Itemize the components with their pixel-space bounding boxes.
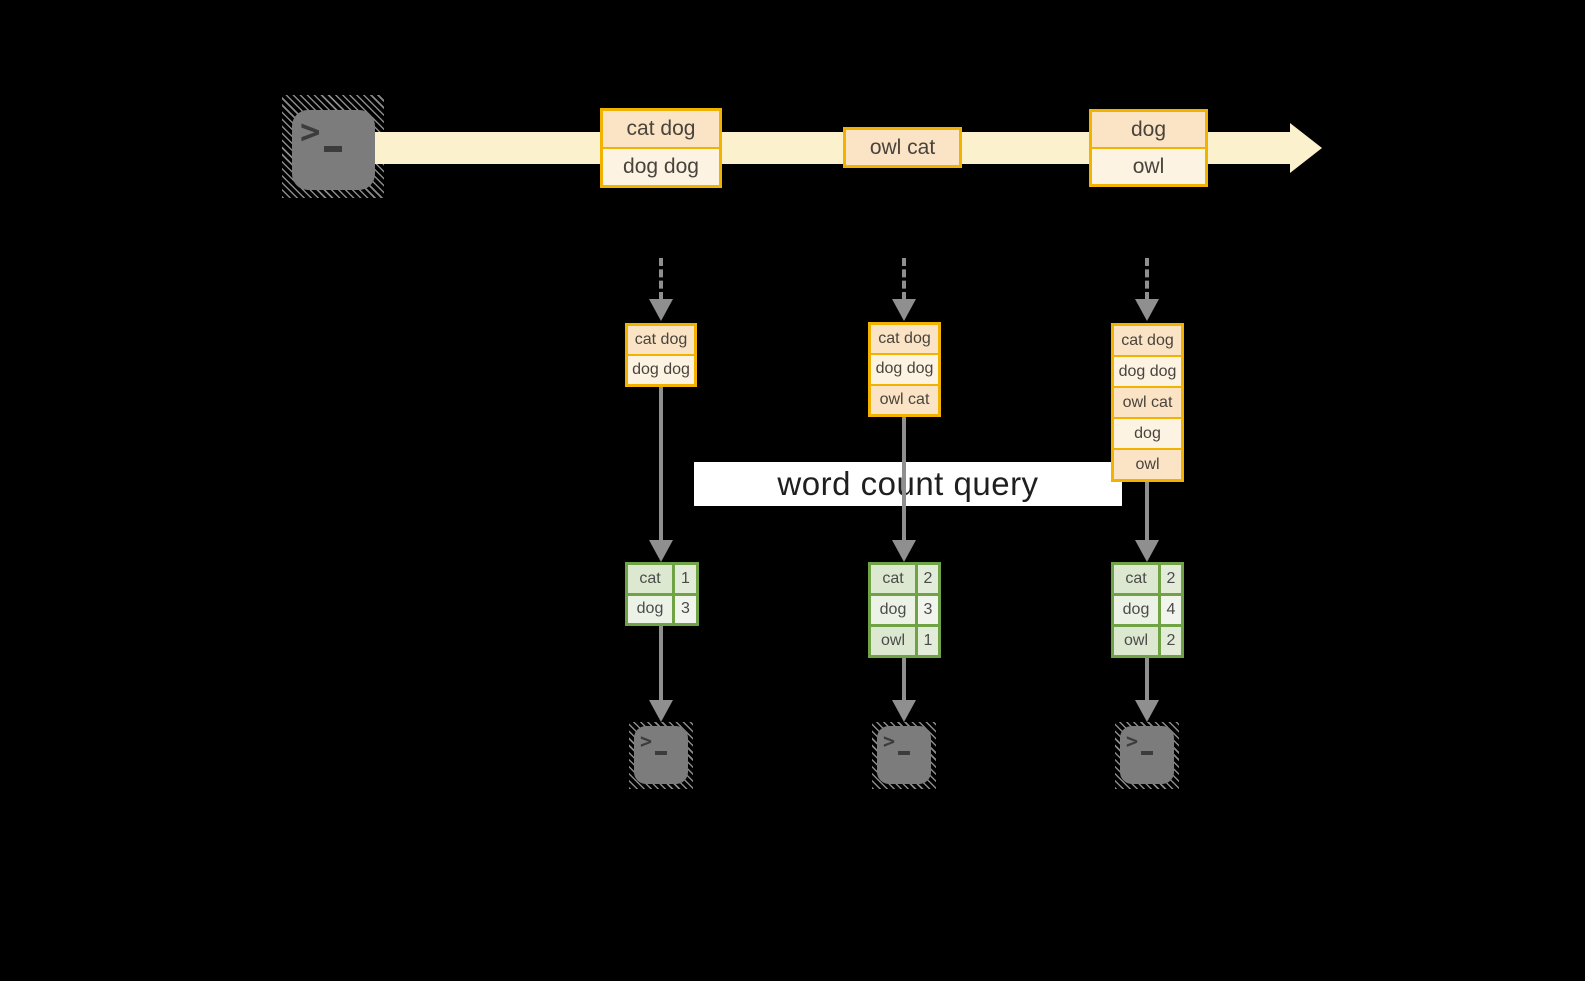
dashed-arrow-col2 <box>902 258 906 300</box>
dashed-arrowhead-col2 <box>892 299 916 321</box>
producer-terminal-icon: > <box>282 95 384 198</box>
record-row: dog dog <box>628 356 694 384</box>
record-row: dog dog <box>871 355 938 384</box>
record-row: owl cat <box>1114 388 1181 417</box>
connector-line-col1 <box>659 387 663 541</box>
count-word-cell: dog <box>628 595 672 623</box>
prompt-underscore-icon <box>655 751 667 755</box>
terminal-icon: > <box>1120 726 1174 784</box>
count-value-cell: 2 <box>1161 627 1181 655</box>
count-value-cell: 3 <box>675 595 696 623</box>
connector-arrowhead-col3 <box>1135 540 1159 562</box>
prompt-underscore-icon <box>1141 751 1153 755</box>
count-value-cell: 1 <box>675 565 696 593</box>
terminal-icon: > <box>877 726 931 784</box>
terminal-icon: > <box>634 726 688 784</box>
count-word-cell: cat <box>871 565 915 593</box>
count-word-cell: cat <box>628 565 672 593</box>
prompt-underscore-icon <box>898 751 910 755</box>
count-value-cell: 4 <box>1161 596 1181 624</box>
dashed-arrow-col1 <box>659 258 663 300</box>
connector-arrowhead-col1 <box>649 540 673 562</box>
dashed-arrowhead-col1 <box>649 299 673 321</box>
consumer-terminal-icon-col1: > <box>629 722 693 789</box>
count-value-cell: 1 <box>918 627 938 655</box>
dashed-arrow-col3 <box>1145 258 1149 300</box>
record-row: owl cat <box>871 385 938 414</box>
output-arrowhead-col2 <box>892 700 916 722</box>
record-row: cat dog <box>871 325 938 354</box>
count-word-cell: dog <box>871 596 915 624</box>
prompt-chevron-icon: > <box>883 729 896 753</box>
record-row: cat dog <box>1114 326 1181 355</box>
output-line-col3 <box>1145 658 1149 702</box>
output-line-col1 <box>659 626 663 702</box>
connector-arrowhead-col2 <box>892 540 916 562</box>
consumer-terminal-icon-col2: > <box>872 722 936 789</box>
stream-arrowhead-icon <box>1290 123 1322 173</box>
count-word-cell: dog <box>1114 596 1158 624</box>
count-word-cell: cat <box>1114 565 1158 593</box>
count-value-cell: 2 <box>1161 565 1181 593</box>
prompt-chevron-icon: > <box>1126 729 1139 753</box>
dashed-arrowhead-col3 <box>1135 299 1159 321</box>
query-banner: word count query <box>694 462 1122 506</box>
prompt-chevron-icon: > <box>640 729 653 753</box>
record-row: dog <box>1092 112 1205 147</box>
record-row: dog dog <box>603 149 719 185</box>
terminal-icon: > <box>292 110 375 190</box>
consumer-terminal-icon-col3: > <box>1115 722 1179 789</box>
record-row: owl <box>1114 450 1181 479</box>
stream-record-box-2: owl cat <box>843 127 962 168</box>
record-row: cat dog <box>603 111 719 147</box>
connector-line-col2 <box>902 417 906 541</box>
prompt-underscore-icon <box>324 146 342 152</box>
count-word-cell: owl <box>1114 627 1158 655</box>
record-row: cat dog <box>628 326 694 354</box>
output-line-col2 <box>902 658 906 702</box>
record-row: owl cat <box>846 130 959 165</box>
count-value-cell: 2 <box>918 565 938 593</box>
count-word-cell: owl <box>871 627 915 655</box>
record-row: dog <box>1114 419 1181 448</box>
output-arrowhead-col1 <box>649 700 673 722</box>
record-row: owl <box>1092 149 1205 184</box>
prompt-chevron-icon: > <box>300 112 321 152</box>
count-value-cell: 3 <box>918 596 938 624</box>
record-row: dog dog <box>1114 357 1181 386</box>
output-arrowhead-col3 <box>1135 700 1159 722</box>
connector-line-col3 <box>1145 482 1149 541</box>
